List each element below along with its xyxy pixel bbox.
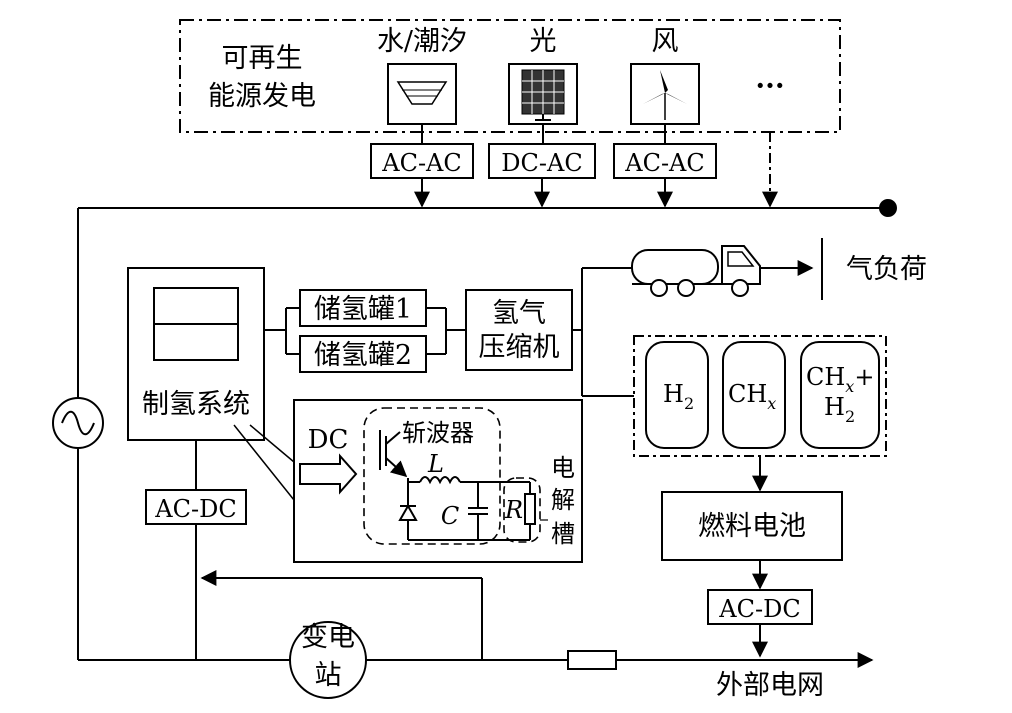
mix-h-subscript: 2 xyxy=(845,407,855,426)
hydrogen-compressor xyxy=(465,289,573,371)
converter-row: AC-AC DC-AC AC-AC xyxy=(370,143,717,179)
inductor-label: L xyxy=(427,450,444,478)
cell-label-2: 解 xyxy=(551,486,575,514)
h2-subscript: 2 xyxy=(684,394,694,413)
solar-converter-box xyxy=(488,143,596,179)
mixed-tank xyxy=(800,341,880,449)
resistor-label: R xyxy=(504,496,523,524)
renewable-label-line2: 能源发电 xyxy=(208,81,316,112)
h2-tank xyxy=(645,341,709,449)
electrolyzer-acdc-label: AC-DC xyxy=(154,495,236,523)
bus-terminal-dot xyxy=(879,199,897,217)
dc-input-arrow xyxy=(299,453,358,495)
chopper-boundary xyxy=(363,407,501,545)
hydrogen-production-system: 制氢系统 xyxy=(127,267,265,441)
source-solar-label: 光 xyxy=(530,26,557,57)
tank2-label: 储氢罐2 xyxy=(314,340,412,371)
wind-converter-label: AC-AC xyxy=(624,149,705,177)
fuel-cell-label: 燃料电池 xyxy=(698,511,806,542)
fuel-cell-acdc-box xyxy=(707,589,813,625)
tank1-label: 储氢罐1 xyxy=(314,294,412,325)
wind-converter-box xyxy=(613,143,717,179)
hydrogen-tank-1 xyxy=(299,289,427,327)
h2-label: H xyxy=(663,380,684,408)
transistor-icon xyxy=(379,430,408,478)
mix-ch-label: CH xyxy=(806,363,845,391)
hydrogen-tank-2 xyxy=(299,335,427,373)
source-hydro-label: 水/潮汐 xyxy=(377,26,467,57)
external-grid-label: 外部电网 xyxy=(716,670,824,701)
capacitor-label: C xyxy=(441,502,459,530)
diode-icon xyxy=(398,503,418,521)
cell-label-1: 电 xyxy=(551,454,575,482)
cell-label-3: 槽 xyxy=(551,520,575,548)
gas-storage-group: H2 CHx CHx+ H2 xyxy=(633,335,887,457)
hydro-converter-label: AC-AC xyxy=(381,149,462,177)
chopper-label: 斩波器 xyxy=(402,419,474,447)
chopper-detail-panel: DC 斩波器 L C R 电 解 槽 xyxy=(293,399,583,563)
renewable-label-line1: 可再生 xyxy=(222,43,303,74)
substation-label-1: 变电 xyxy=(301,622,355,653)
solar-panel-icon xyxy=(508,63,578,125)
hydro-turbine-icon xyxy=(387,63,457,125)
dc-label: DC xyxy=(308,425,349,455)
svg-text:H2: H2 xyxy=(663,380,694,413)
inductor-icon xyxy=(419,476,461,485)
mix-ch-subscript: x xyxy=(845,377,854,396)
substation-label-2: 站 xyxy=(315,660,342,691)
fuel-cell-box xyxy=(661,491,843,561)
compressor-label-1: 氢气 xyxy=(492,298,546,329)
svg-text:CHx: CHx xyxy=(728,380,776,413)
chx-tank xyxy=(722,341,786,449)
resistor-icon xyxy=(524,493,536,525)
chx-subscript: x xyxy=(767,394,776,413)
wind-turbine-icon xyxy=(630,63,700,125)
solar-converter-label: DC-AC xyxy=(501,149,582,177)
hydrogen-truck-icon xyxy=(631,245,761,297)
production-label: 制氢系统 xyxy=(142,389,250,420)
source-wind-label: 风 xyxy=(652,26,679,57)
mix-plus: + xyxy=(854,363,874,391)
grid-impedance-icon xyxy=(567,650,617,670)
electrolytic-cell-boundary xyxy=(503,477,541,543)
svg-text:CHx+: CHx+ xyxy=(806,363,874,396)
gas-load-label: 气负荷 xyxy=(846,254,927,285)
more-sources-ellipsis: ··· xyxy=(755,69,784,102)
chx-label: CH xyxy=(728,380,767,408)
fuel-cell-acdc-label: AC-DC xyxy=(718,595,800,623)
mix-h-label: H xyxy=(824,393,845,421)
renewable-generation-group: 可再生 能源发电 水/潮汐 光 风 ··· xyxy=(179,19,841,144)
hydro-converter-box xyxy=(370,143,474,179)
compressor-label-2: 压缩机 xyxy=(479,332,560,363)
renewable-boundary xyxy=(179,19,841,133)
svg-text:H2: H2 xyxy=(824,393,855,426)
